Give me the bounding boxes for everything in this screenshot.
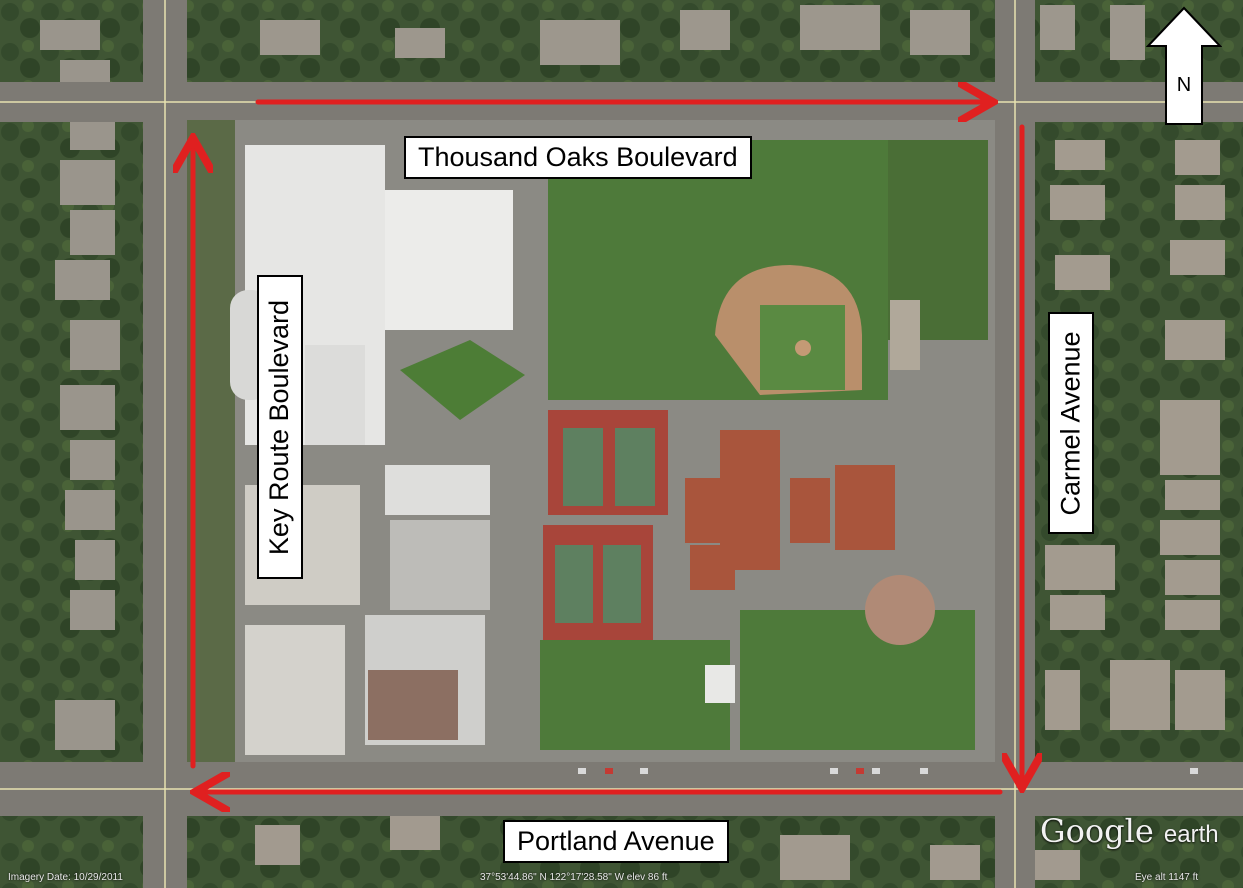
imagery-date: Imagery Date: 10/29/2011 [8,872,123,883]
watermark-brand: Google [1040,812,1154,850]
coordinates-readout: 37°53'44.86" N 122°17'28.58" W elev 86 f… [480,872,668,883]
street-label-key-route: Key Route Boulevard [257,275,303,579]
route-arrows [193,102,1022,792]
street-label-carmel: Carmel Avenue [1048,312,1094,534]
watermark-product: earth [1163,821,1219,848]
street-label-carmel-text: Carmel Avenue [1055,330,1086,516]
eye-altitude: Eye alt 1147 ft [1135,872,1199,883]
street-label-portland: Portland Avenue [503,820,729,863]
north-label: N [1176,74,1192,96]
street-label-thousand-oaks: Thousand Oaks Boulevard [404,136,752,179]
north-arrow-icon [1146,6,1222,125]
google-earth-watermark: Google earth [1040,812,1219,850]
street-label-key-route-text: Key Route Boulevard [264,299,295,555]
